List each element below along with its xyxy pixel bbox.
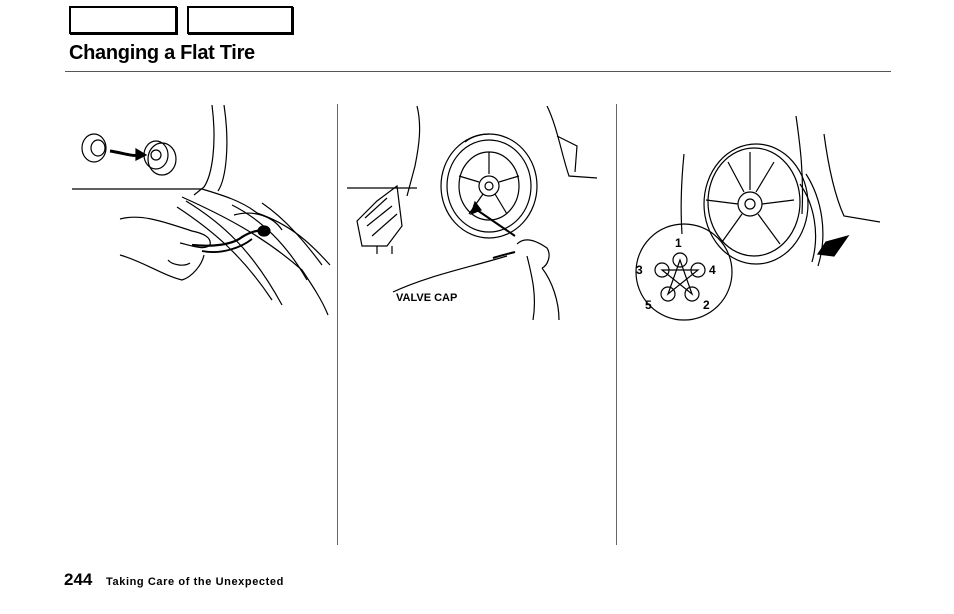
title-divider (65, 71, 891, 72)
nav-index-button[interactable] (187, 6, 293, 34)
valve-cap-illustration (347, 106, 607, 320)
page-title: Changing a Flat Tire (69, 42, 255, 64)
section-name: Taking Care of the Unexpected (106, 576, 284, 588)
lug-nut-number: 3 (636, 263, 643, 277)
column-divider (337, 104, 338, 545)
valve-cap-label: VALVE CAP (396, 292, 458, 304)
lug-nut-pattern-illustration (624, 104, 880, 322)
lug-nut-number: 2 (703, 298, 710, 312)
lug-nut-number: 4 (709, 263, 716, 277)
nav-contents-button[interactable] (69, 6, 177, 34)
column-divider (616, 104, 617, 545)
lug-nut-number: 1 (675, 236, 682, 250)
lug-nut-number: 5 (645, 298, 652, 312)
page-number: 244 (64, 570, 93, 589)
remove-spare-illustration (72, 105, 334, 317)
